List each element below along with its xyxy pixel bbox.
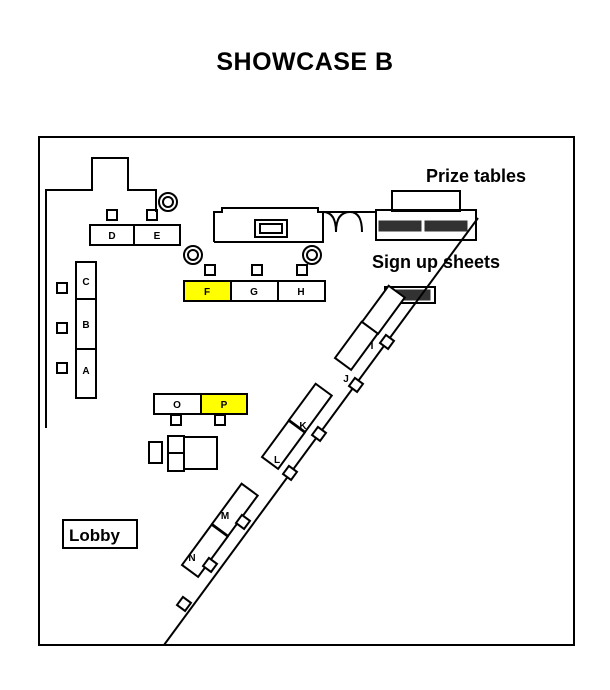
booth-label-M: M: [221, 511, 229, 522]
sign-up-sheets-label: Sign up sheets: [372, 252, 500, 272]
booth-label-K: K: [299, 421, 307, 432]
booth-A: [75, 348, 97, 399]
booth-P: [200, 393, 248, 415]
booth-label-A: A: [82, 366, 89, 377]
booth-H: [277, 280, 326, 302]
booth-label-H: H: [297, 287, 304, 298]
left-wall: [45, 157, 157, 428]
pillar-3: [302, 245, 322, 265]
lobby-label: Lobby: [69, 526, 121, 545]
room-outline: [38, 136, 575, 646]
pillar-2: [183, 245, 203, 265]
stage-podium: [254, 219, 288, 238]
booth-E: [133, 224, 181, 246]
booth-label-O: O: [173, 400, 181, 411]
booth-label-I: I: [371, 341, 374, 352]
booth-label-F: F: [204, 287, 210, 298]
booth-label-G: G: [250, 287, 258, 298]
booth-label-C: C: [82, 277, 89, 288]
booth-L: [260, 419, 307, 471]
pillar-1: [158, 192, 178, 212]
prize-table-front: [375, 209, 477, 241]
booth-label-B: B: [82, 320, 89, 331]
stage: [213, 207, 324, 243]
door-arc-2: [349, 211, 363, 233]
map-title: SHOWCASE B: [216, 48, 394, 76]
booth-label-L: L: [274, 455, 280, 466]
booth-label-E: E: [154, 231, 161, 242]
booth-labels: C B A D E F G H O P I J K L M N: [82, 231, 373, 564]
prize-tables-label: Prize tables: [426, 166, 526, 186]
prize-table-back: [391, 190, 461, 212]
lobby-box: [62, 519, 138, 549]
door-arc-1: [322, 211, 337, 233]
booth-N: [180, 523, 230, 579]
booth-label-D: D: [108, 231, 115, 242]
booth-label-N: N: [188, 553, 195, 564]
booth-label-J: J: [343, 374, 349, 385]
booth-J: [333, 320, 380, 372]
booth-label-P: P: [221, 400, 228, 411]
